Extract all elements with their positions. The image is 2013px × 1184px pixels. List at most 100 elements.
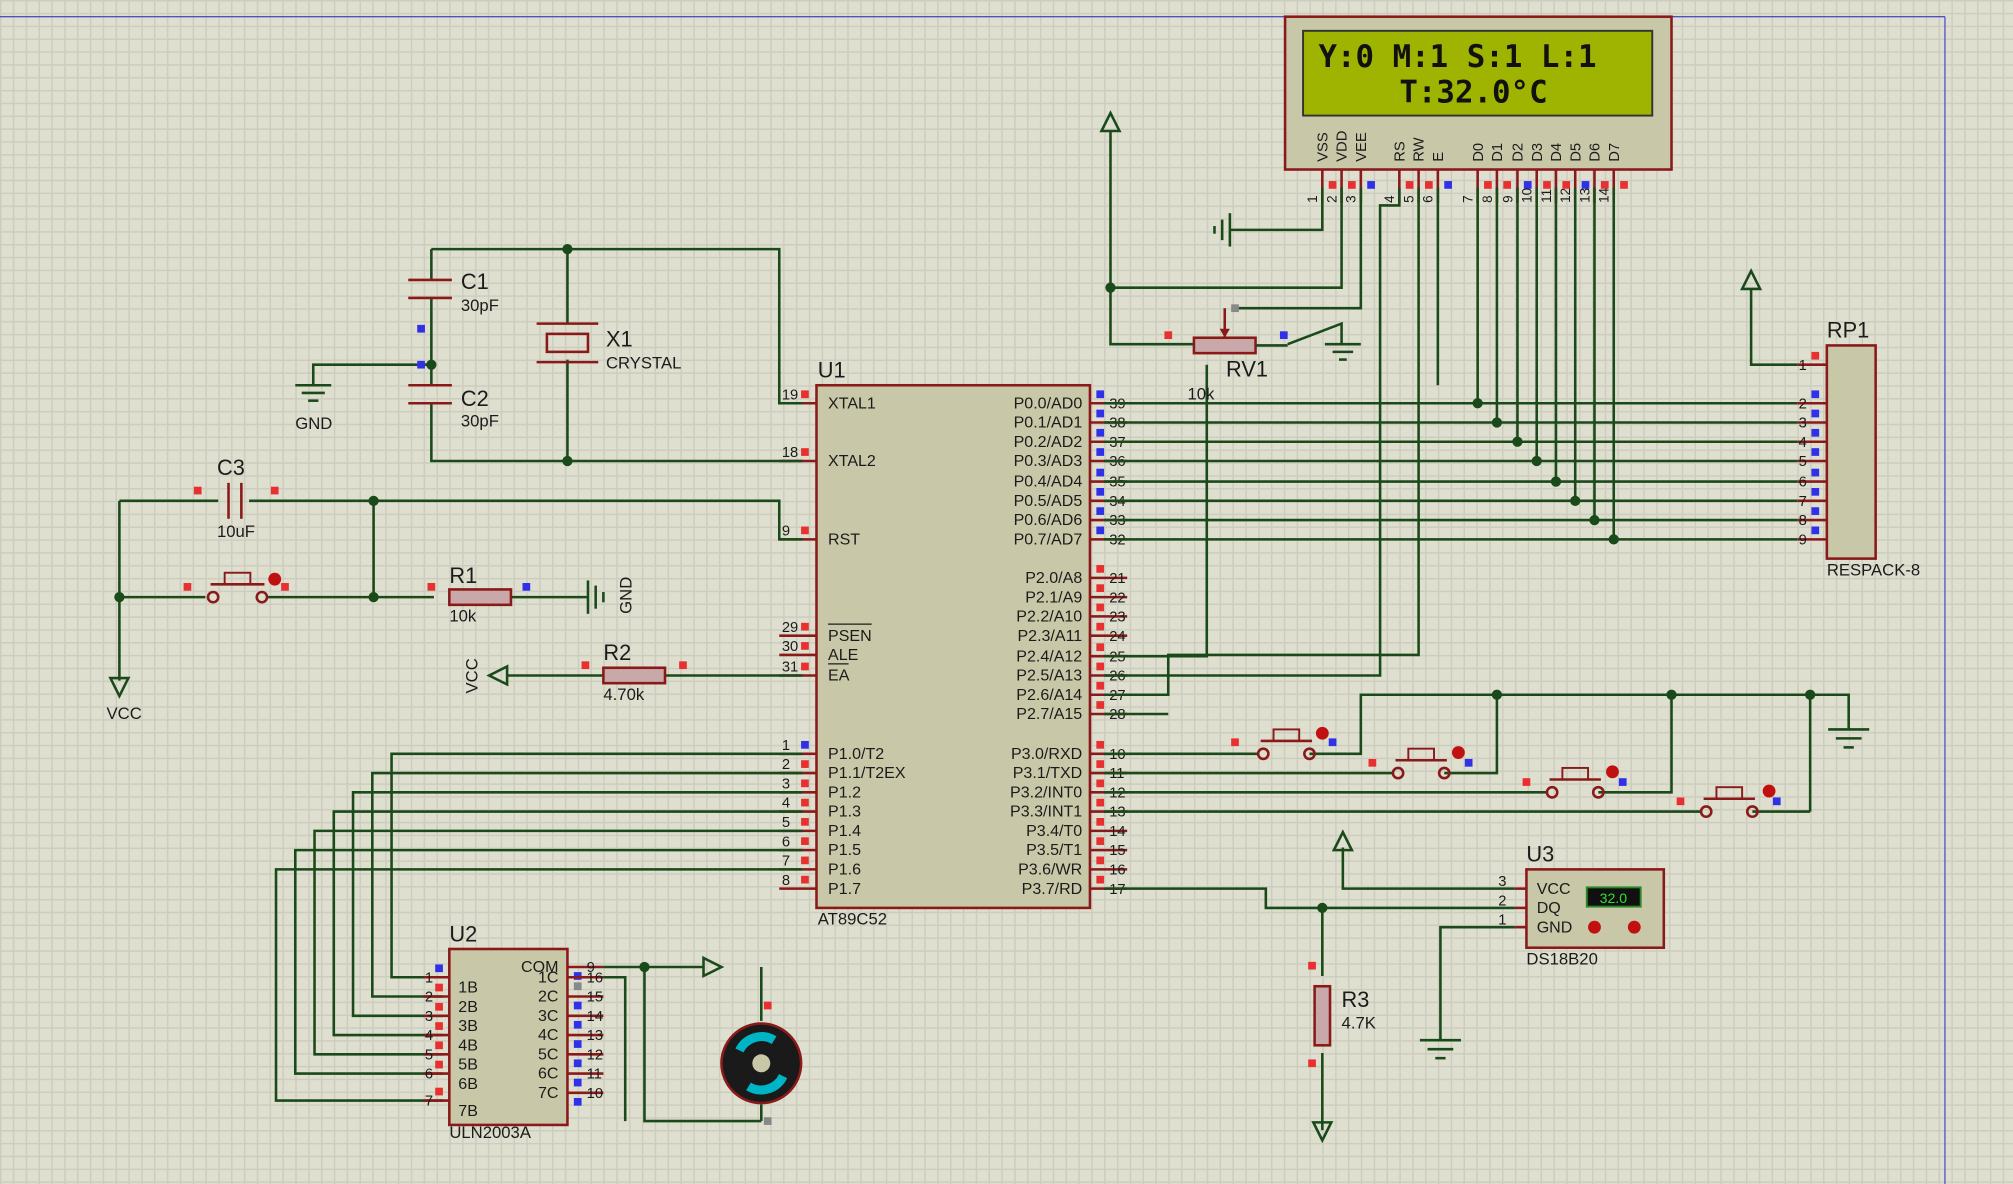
u1-right-pin-name: P0.3/AD3 bbox=[1014, 452, 1083, 470]
pin-marker bbox=[183, 583, 192, 591]
u1-left-pin-number: 19 bbox=[782, 387, 798, 403]
u1-right-pin-name: P3.5/T1 bbox=[1026, 841, 1082, 859]
u2-pin-marker bbox=[573, 982, 582, 991]
lcd-pin-marker bbox=[1620, 181, 1628, 189]
u1-right-pin-name: P2.2/A10 bbox=[1016, 608, 1082, 626]
u2-input-label: 4B bbox=[458, 1036, 478, 1054]
lcd-pin-marker bbox=[1543, 181, 1551, 189]
c3-value: 10uF bbox=[217, 522, 255, 541]
pin-marker bbox=[1279, 331, 1288, 340]
u2-output-number: 12 bbox=[587, 1047, 603, 1063]
lcd-screen bbox=[1302, 29, 1654, 117]
rv1-potentiometer[interactable]: RV1 10k bbox=[1188, 308, 1288, 403]
u1-left-pin-name: P1.1/T2EX bbox=[828, 764, 906, 782]
u1-pin-marker bbox=[801, 875, 809, 884]
junction-dot bbox=[1317, 902, 1328, 914]
lcd-pin-label: D2 bbox=[1511, 143, 1527, 162]
reset-button[interactable] bbox=[206, 571, 282, 604]
u3-ref: U3 bbox=[1526, 842, 1554, 867]
u1-right-pin-name: P3.7/RD bbox=[1022, 880, 1083, 898]
dc-motor[interactable] bbox=[720, 1022, 803, 1105]
r2-resistor[interactable]: R2 4.70k bbox=[602, 640, 667, 704]
u1-ref: U1 bbox=[818, 358, 846, 383]
rp1-pin-marker bbox=[1811, 507, 1820, 515]
lcd-pin-number: 2 bbox=[1324, 195, 1339, 203]
u1-right-pin-name: P3.0/RXD bbox=[1011, 745, 1082, 763]
r1-resistor[interactable]: R1 10k bbox=[448, 563, 513, 626]
gnd-symbol-5 bbox=[1828, 728, 1870, 749]
r1-ref: R1 bbox=[449, 563, 477, 588]
u2-input-number: 7 bbox=[425, 1094, 433, 1110]
u1-pin-marker bbox=[1096, 875, 1105, 884]
u1-left-pin-number: 2 bbox=[782, 757, 790, 773]
u1-right-pin-name: P2.6/A14 bbox=[1016, 686, 1082, 704]
button-p31[interactable] bbox=[1391, 746, 1465, 780]
pin-marker bbox=[1231, 738, 1239, 747]
u1-right-pin-name: P3.4/T0 bbox=[1026, 822, 1082, 840]
r3-resistor[interactable]: R3 4.7K bbox=[1313, 984, 1376, 1047]
rp1-pin-marker bbox=[1811, 448, 1820, 456]
u1-left-pin-name: P1.6 bbox=[828, 861, 861, 879]
pin-marker bbox=[1618, 778, 1627, 786]
u1-pin-marker bbox=[801, 448, 809, 456]
lcd-pin-marker bbox=[1503, 181, 1512, 189]
lcd-pin-marker bbox=[1562, 181, 1571, 189]
u1-right-pin-name: P0.0/AD0 bbox=[1014, 394, 1083, 412]
rp1-pin-number: 1 bbox=[1799, 358, 1807, 374]
u2-input-label: 2B bbox=[458, 998, 478, 1016]
button-p33[interactable] bbox=[1699, 784, 1776, 819]
u1-right-pin-number: 14 bbox=[1109, 824, 1125, 840]
gnd-arrow-6 bbox=[1311, 1121, 1334, 1144]
lcd-pin-number: 6 bbox=[1421, 195, 1436, 203]
u1-pin-marker bbox=[1096, 856, 1105, 865]
c3-capacitor[interactable]: C3 10uF bbox=[217, 455, 255, 541]
u1-pin-marker bbox=[1096, 584, 1105, 593]
u1-pin-marker bbox=[1096, 409, 1105, 418]
rp1-pin-number: 5 bbox=[1799, 454, 1807, 470]
junction-dot bbox=[426, 359, 437, 370]
u1-right-pin-name: P2.4/A12 bbox=[1016, 647, 1082, 665]
u3-down-button[interactable] bbox=[1588, 920, 1601, 934]
u1-left-pin-name: P1.0/T2 bbox=[828, 745, 884, 763]
u2-input-number: 6 bbox=[425, 1067, 433, 1083]
lcd-pin-label: D3 bbox=[1530, 143, 1546, 162]
u1-pin-marker bbox=[1096, 468, 1105, 477]
u2-pin-marker bbox=[435, 1022, 443, 1030]
pin-marker bbox=[417, 360, 425, 369]
c1-value: 30pF bbox=[461, 296, 499, 315]
u1-right-pin-name: P2.5/A13 bbox=[1016, 667, 1082, 685]
u3-pin-name: GND bbox=[1537, 918, 1573, 936]
c2-capacitor[interactable]: C2 30pF bbox=[408, 383, 499, 430]
lcd-pin-marker bbox=[1425, 181, 1433, 189]
u3-up-button[interactable] bbox=[1627, 920, 1641, 934]
u1-left-pin-name: EA bbox=[828, 667, 850, 685]
lcd-display[interactable]: Y:0 M:1 S:1 L:1 T:32.0°C VSS1VDD2VEE3RS4… bbox=[1283, 15, 1673, 203]
u2-pin-marker bbox=[435, 1002, 443, 1011]
u1-pin-marker bbox=[1096, 760, 1105, 768]
gnd-label-1: GND bbox=[295, 414, 332, 433]
x1-crystal[interactable]: X1 CRYSTAL bbox=[536, 322, 682, 373]
c1-capacitor[interactable]: C1 30pF bbox=[408, 269, 499, 315]
lcd-pin-label: VSS bbox=[1315, 132, 1331, 162]
u1-left-pin-number: 18 bbox=[782, 445, 798, 461]
rp1-pin-marker bbox=[1811, 409, 1820, 418]
lcd-line-2: T:32.0°C bbox=[1399, 75, 1547, 111]
c2-ref: C2 bbox=[461, 386, 489, 411]
gnd-symbol-2: GND bbox=[586, 577, 636, 614]
lcd-line-1: Y:0 M:1 S:1 L:1 bbox=[1318, 39, 1596, 75]
rp1-pin-number: 8 bbox=[1799, 513, 1807, 529]
lcd-pin-label: D4 bbox=[1549, 143, 1565, 162]
vcc-arrow-2: VCC bbox=[463, 658, 509, 693]
button-p32[interactable] bbox=[1545, 765, 1619, 799]
u1-left-pin-number: 8 bbox=[782, 873, 790, 889]
u2-output-number: 11 bbox=[587, 1067, 602, 1083]
button-p30[interactable] bbox=[1256, 726, 1329, 761]
junction-dot bbox=[1491, 689, 1503, 700]
u2-uln2003a[interactable]: U2 ULN2003A 11B22B33B44B55B66B77B9COM161… bbox=[423, 921, 604, 1142]
u1-pin-marker bbox=[1096, 798, 1105, 807]
